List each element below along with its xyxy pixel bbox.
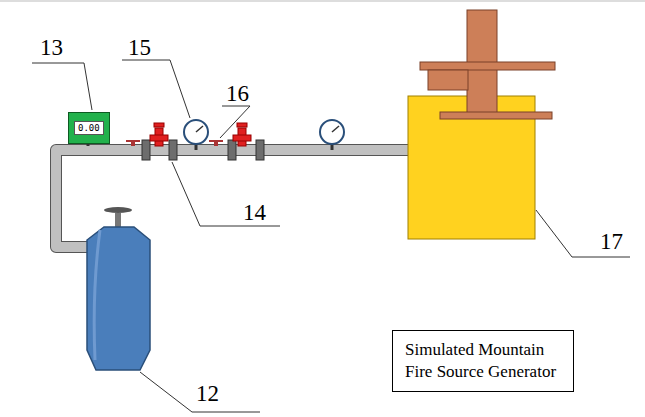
- callout-number: 15: [128, 36, 151, 59]
- gas-cylinder: [87, 207, 150, 370]
- callout-number: 12: [196, 382, 219, 405]
- display-reading: 0.00: [78, 123, 100, 133]
- callout-number: 16: [226, 82, 249, 105]
- callout-number: 13: [40, 36, 63, 59]
- needle-valve: [126, 141, 223, 146]
- frame-line: [0, 1, 645, 2]
- fire-source-generator: [408, 10, 555, 239]
- caption-box: Simulated Mountain Fire Source Generator: [392, 330, 574, 392]
- callout-number: 14: [243, 201, 266, 224]
- leader-lines: [32, 60, 630, 412]
- callout-number: 17: [600, 230, 623, 253]
- pressure-gauge: [184, 120, 344, 150]
- digital-display: 0.00: [68, 112, 110, 144]
- caption-text: Simulated Mountain Fire Source Generator: [405, 339, 561, 383]
